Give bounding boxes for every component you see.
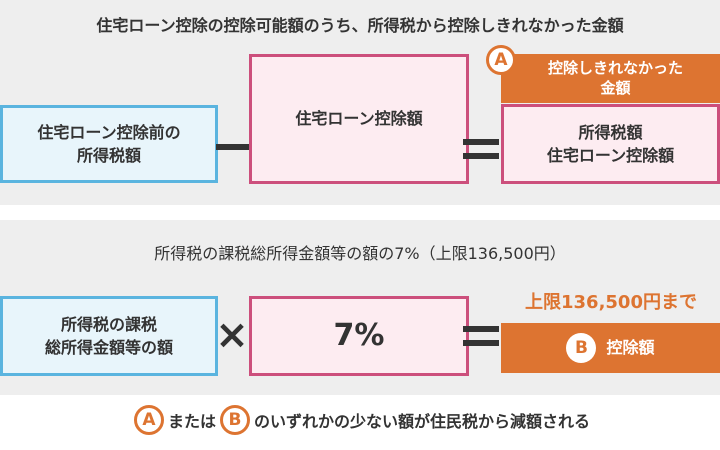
result-line2: 住宅ローン控除額 (546, 146, 675, 165)
footer-badge-b-icon: B (220, 405, 250, 435)
equals-symbol-2 (463, 326, 499, 346)
income-tax-before-line1: 住宅ローン控除前の (37, 122, 181, 142)
badge-a-icon: A (486, 45, 516, 75)
loan-deduction-box: 住宅ローン控除額 (249, 54, 469, 184)
section2-title: 所得税の課税総所得金額等の額の7%（上限136,500円） (154, 244, 566, 263)
limit-text: 上限136,500円まで (525, 292, 697, 313)
rate-box: 7% (249, 296, 469, 376)
badge-b-icon: B (566, 333, 597, 363)
taxable-income-box: 所得税の課税 総所得金額等の額 (0, 296, 218, 376)
equals-symbol-1 (463, 139, 499, 159)
result-box: 所得税額 住宅ローン控除額 (501, 104, 720, 184)
section1-title: 住宅ローン控除の控除可能額のうち、所得税から控除しきれなかった金額 (96, 16, 624, 35)
result-line1: 所得税額 (578, 122, 643, 142)
uncovered-line2: 金額 (600, 78, 631, 97)
times-symbol: × (215, 312, 249, 358)
footer-badge-a-icon: A (133, 405, 164, 435)
footer-text-mid: または (167, 412, 216, 431)
deduction-label: 控除額 (606, 338, 655, 358)
taxable-income-line1: 所得税の課税 (60, 314, 157, 334)
footer-note: A または B のいずれかの少ない額が住民税から減額される (0, 405, 720, 435)
deduction-box: B 控除額 (501, 323, 720, 373)
rate-value: 7% (333, 318, 385, 354)
income-tax-before-line2: 所得税額 (76, 146, 141, 165)
footer-text-end: のいずれかの少ない額が住民税から減額される (254, 412, 591, 431)
income-tax-before-box: 住宅ローン控除前の 所得税額 (0, 105, 218, 183)
uncovered-line1: 控除しきれなかった (547, 59, 683, 77)
minus-symbol (216, 144, 252, 150)
uncovered-amount-box: 控除しきれなかった 金額 (501, 54, 720, 103)
loan-deduction-label: 住宅ローン控除額 (295, 109, 423, 129)
taxable-income-line2: 総所得金額等の額 (44, 338, 173, 357)
